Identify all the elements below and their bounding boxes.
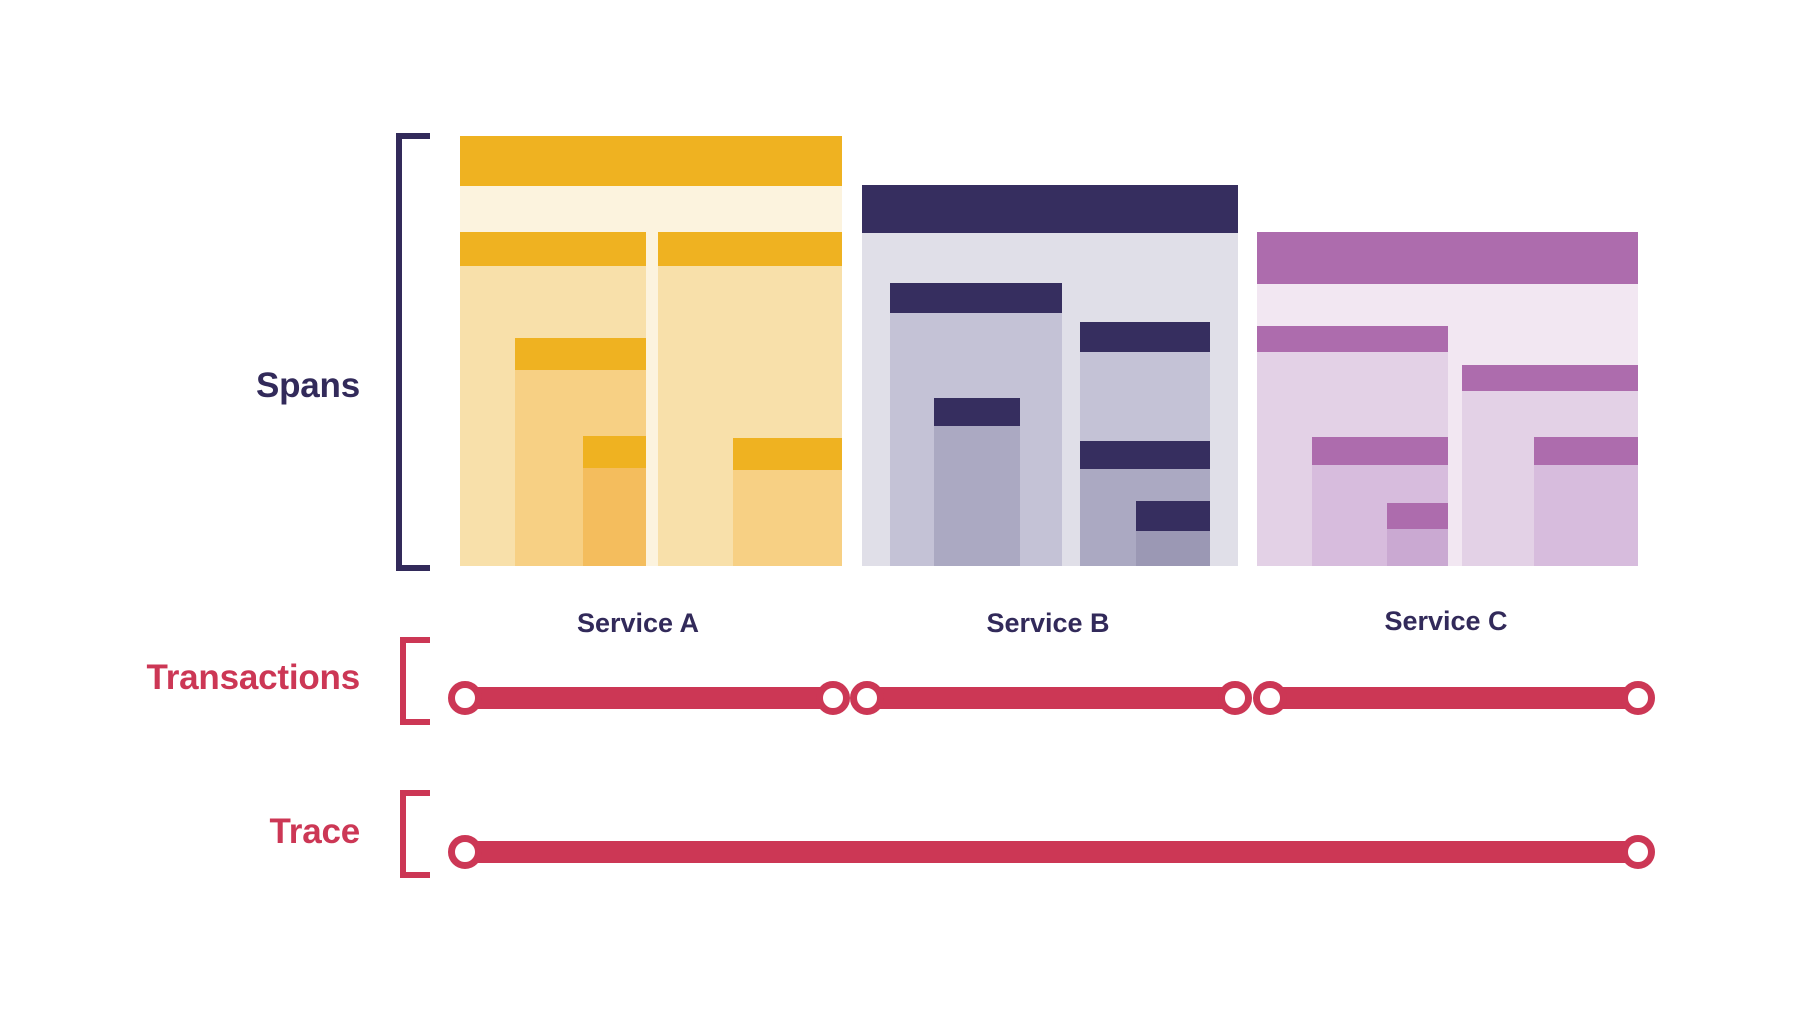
transaction-segment-c[interactable]: [1265, 687, 1643, 709]
service-c-span-1-1-header[interactable]: [1312, 437, 1448, 465]
service-b-transaction-header[interactable]: [862, 185, 1238, 233]
service-c-span-2-1-body[interactable]: [1534, 465, 1638, 566]
service-c-transaction-header[interactable]: [1257, 232, 1638, 284]
row-label-spans: Spans: [255, 366, 360, 405]
transaction-segment-a[interactable]: [460, 687, 838, 709]
service-b-span-2-header[interactable]: [1080, 322, 1210, 352]
transaction-segment-a-start-node[interactable]: [448, 681, 482, 715]
service-c-span-2-header[interactable]: [1462, 365, 1638, 391]
trace-bracket: [400, 790, 430, 878]
transaction-segment-c-start-node[interactable]: [1253, 681, 1287, 715]
service-c-span-1-1-1-header[interactable]: [1387, 503, 1448, 529]
service-a-transaction-header[interactable]: [460, 136, 842, 186]
service-c-span-2-1-header[interactable]: [1534, 437, 1638, 465]
service-b-span-2-1-1-body[interactable]: [1136, 531, 1210, 566]
service-a-span-1-1-header[interactable]: [515, 338, 646, 370]
trace-start-node[interactable]: [448, 835, 482, 869]
trace-segment[interactable]: [460, 841, 1643, 863]
transactions-bracket: [400, 637, 430, 725]
service-c-span-1-1-1-body[interactable]: [1387, 529, 1448, 566]
transaction-segment-c-end-node[interactable]: [1621, 681, 1655, 715]
trace-end-node[interactable]: [1621, 835, 1655, 869]
service-c-span-1-header[interactable]: [1257, 326, 1448, 352]
transaction-segment-b-end-node[interactable]: [1218, 681, 1252, 715]
service-a-span-1-1-1-header[interactable]: [583, 436, 646, 468]
service-a-span-2-header[interactable]: [658, 232, 842, 266]
transaction-segment-b[interactable]: [862, 687, 1240, 709]
service-b-span-1-1-header[interactable]: [934, 398, 1020, 426]
transaction-segment-a-end-node[interactable]: [816, 681, 850, 715]
service-b-span-1-1-body[interactable]: [934, 426, 1020, 566]
service-b-span-2-1-header[interactable]: [1080, 441, 1210, 469]
service-a-span-1-1-1-body[interactable]: [583, 468, 646, 566]
service-label-service-b: Service B: [986, 608, 1110, 638]
spans-bracket: [396, 133, 430, 571]
service-label-service-c: Service C: [1384, 606, 1508, 636]
service-a-span-1-header[interactable]: [460, 232, 646, 266]
row-label-trace: Trace: [269, 812, 361, 851]
service-b-span-2-1-1-header[interactable]: [1136, 501, 1210, 531]
service-label-service-a: Service A: [576, 608, 700, 638]
transaction-segment-b-start-node[interactable]: [850, 681, 884, 715]
row-label-transactions: Transactions: [146, 658, 360, 697]
service-b-span-1-header[interactable]: [890, 283, 1062, 313]
service-a-span-2-1-body[interactable]: [733, 470, 842, 566]
service-a-span-2-1-header[interactable]: [733, 438, 842, 470]
